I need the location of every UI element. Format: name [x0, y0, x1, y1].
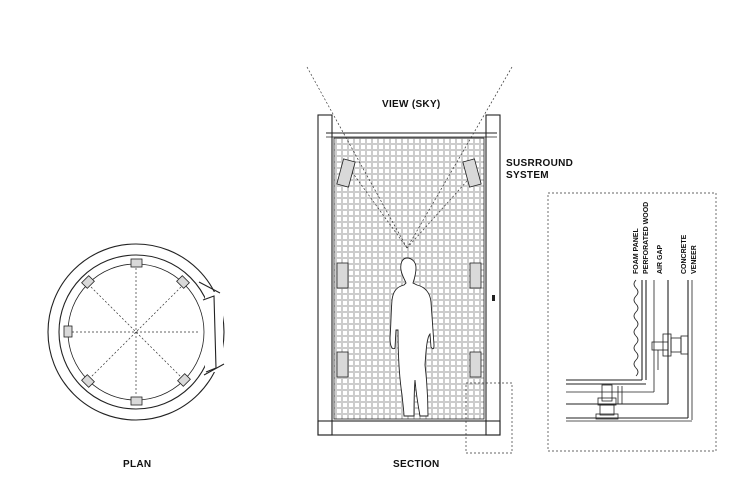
detail-frame: [547, 192, 717, 452]
layer-label-veneer: VENEER: [691, 245, 698, 274]
plan-label: PLAN: [123, 459, 151, 470]
surround-label-line2: SYSTEM: [506, 170, 549, 181]
speaker-icon: [130, 258, 143, 268]
speaker-icon: [130, 396, 143, 406]
section-label: SECTION: [393, 459, 440, 470]
section-left-wall: [317, 114, 333, 436]
speaker-icon: [176, 275, 190, 289]
surround-label-line1: SUSRROUND: [506, 158, 573, 169]
speaker-icon: [469, 262, 482, 289]
door-handle-icon: [492, 295, 495, 301]
wall-detail: FOAM PANEL PERFORATED WOOD AIR GAP CONCR…: [547, 192, 717, 452]
wall-bracket-icon: [651, 333, 689, 370]
layer-label-concrete: CONCRETE: [681, 234, 688, 274]
speaker-icon: [177, 373, 191, 387]
speaker-icon: [81, 275, 95, 289]
speaker-icon: [81, 374, 95, 388]
layer-label-air-gap: AIR GAP: [657, 245, 664, 275]
foam-panel: [633, 279, 639, 377]
speaker-icon: [336, 262, 349, 289]
layer-label-perforated-wood: PERFORATED WOOD: [643, 202, 650, 274]
floor-bracket-icon: [595, 384, 623, 420]
speaker-icon: [63, 325, 73, 338]
human-figure-icon: [389, 257, 435, 417]
view-label: VIEW (SKY): [382, 99, 441, 110]
plan-outer-wall: [47, 243, 225, 421]
layer-label-foam-panel: FOAM PANEL: [633, 228, 640, 274]
plan-view: PLAN: [47, 243, 225, 470]
section-floor: [317, 420, 501, 436]
view-sightlines: [306, 66, 513, 249]
plan-door-icon: [198, 281, 225, 376]
speaker-icon: [336, 351, 349, 378]
speaker-icon: [336, 158, 356, 188]
detail-callout-box: [465, 382, 513, 454]
section-right-wall: [485, 114, 501, 436]
section-view: VIEW (SKY) SUSRROUND SYSTEM SECTION: [306, 66, 573, 470]
plan-sightlines: [72, 268, 200, 396]
speaker-icon: [469, 351, 482, 378]
speaker-icon: [462, 158, 482, 188]
